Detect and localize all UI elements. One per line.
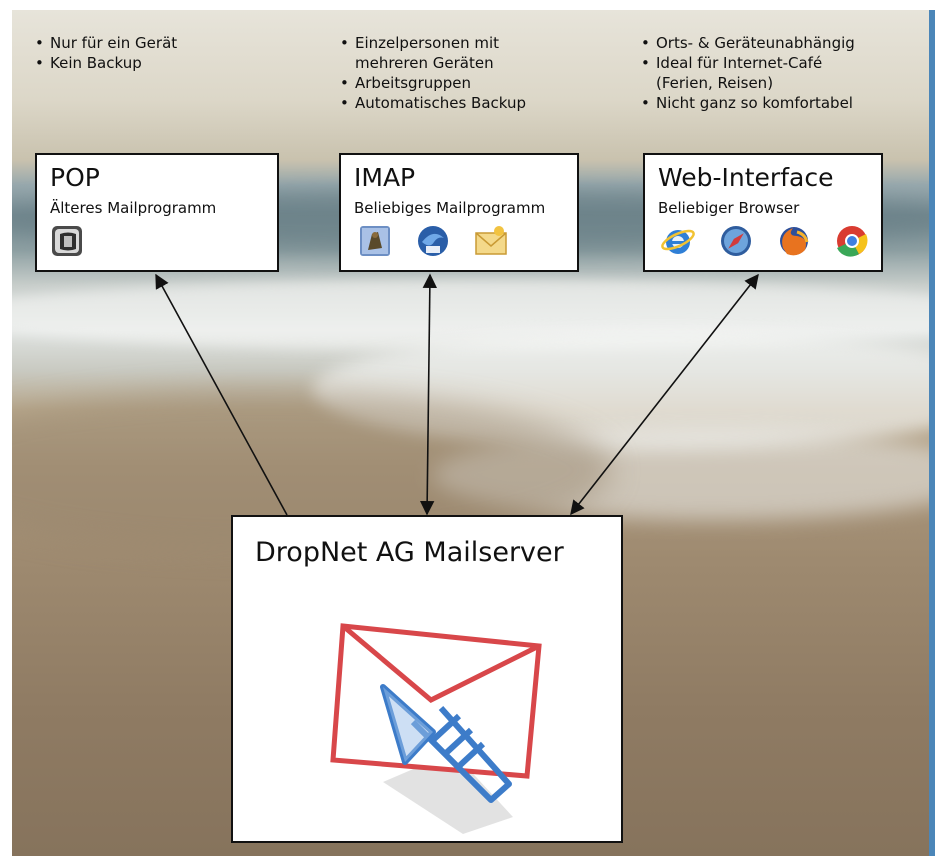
web-title: Web-Interface [658,163,834,192]
web-subtitle: Beliebiger Browser [658,199,800,217]
imap-bullet-list: Einzelpersonen mit mehreren Geräten Arbe… [338,33,526,113]
pop-bullet-list: Nur für ein Gerät Kein Backup [33,33,177,73]
web-interface-box: Web-Interface Beliebiger Browser [643,153,883,272]
firefox-icon [780,227,809,256]
pop-subtitle: Älteres Mailprogramm [50,199,217,217]
mac-mail-icon [360,226,390,256]
pop-title: POP [50,163,100,192]
thunderbird-icon [418,226,448,256]
outlook-icon [52,226,82,256]
imap-bullet-continuation: mehreren Geräten [355,54,494,72]
mailserver-box: DropNet AG Mailserver [231,515,623,843]
safari-icon [721,226,751,256]
pop-box: POP Älteres Mailprogramm [35,153,279,272]
imap-bullet: Automatisches Backup [338,93,526,113]
imap-bullet: Einzelpersonen mit [338,33,526,53]
pop-bullet: Kein Backup [33,53,177,73]
mail-envelope-icon [475,226,507,255]
mailserver-title: DropNet AG Mailserver [255,537,564,568]
internet-explorer-icon [661,229,695,254]
imap-bullet: Arbeitsgruppen [338,73,526,93]
right-edge-bar [929,10,935,856]
imap-box: IMAP Beliebiges Mailprogramm [339,153,579,272]
envelope-pen-logo-icon [330,623,542,834]
pop-bullet: Nur für ein Gerät [33,33,177,53]
chrome-icon [837,226,868,257]
web-bullet: Ideal für Internet-Café [639,53,855,73]
web-bullet: Nicht ganz so komfortabel [639,93,855,113]
web-bullet-list: Orts- & Geräteunabhängig Ideal für Inter… [639,33,855,113]
imap-title: IMAP [354,163,416,192]
imap-subtitle: Beliebiges Mailprogramm [354,199,546,217]
web-bullet-continuation: (Ferien, Reisen) [656,74,774,92]
web-bullet: Orts- & Geräteunabhängig [639,33,855,53]
